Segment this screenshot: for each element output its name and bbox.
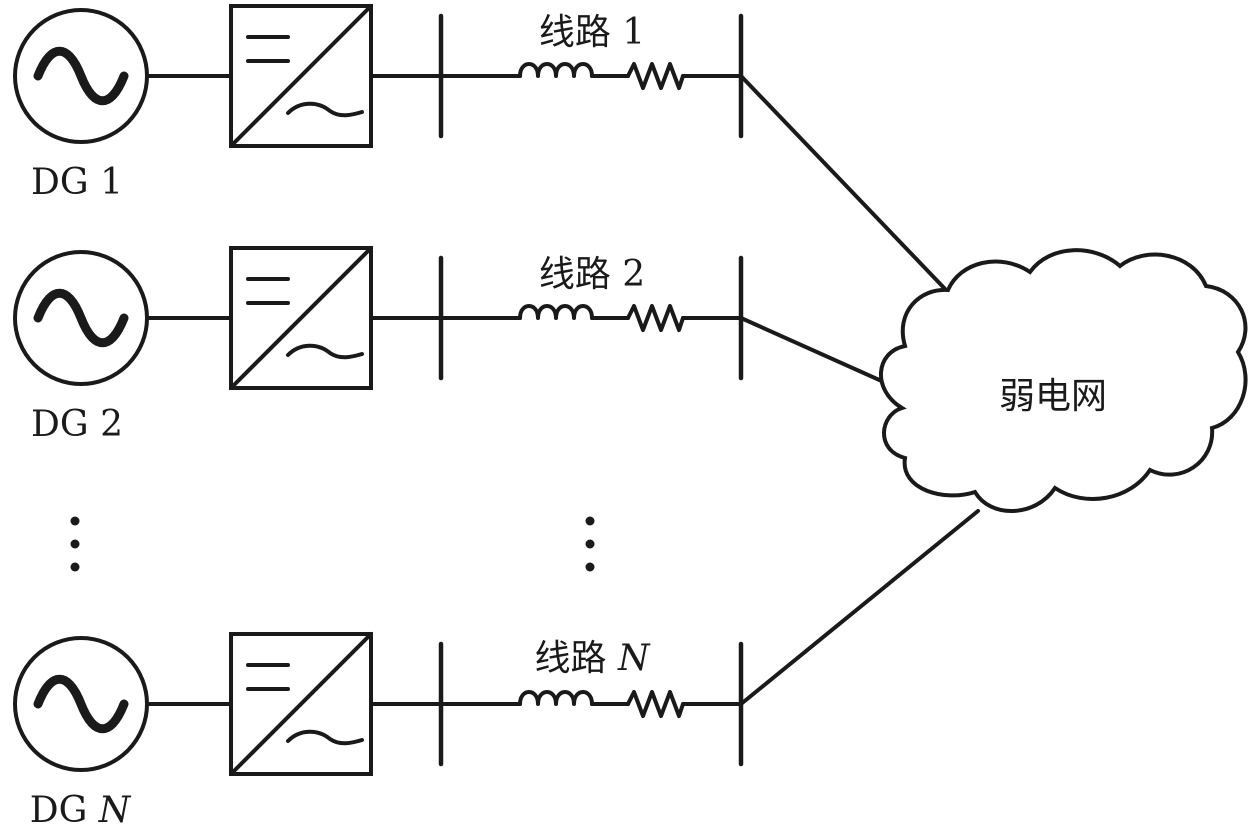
weak-grid-cloud: 弱电网 [878,248,1248,513]
line-2-label: 线路 2 [539,254,645,295]
line-n-resistor-icon [626,690,685,718]
ac-source-icon [33,288,129,348]
line-1-label: 线路 1 [539,12,645,53]
dg-1-label: DG 1 [31,162,123,203]
dg-n-label: DG N [30,790,132,831]
branch-n: DG N 线路 N [13,632,744,831]
line-n-inductor-icon [518,690,594,706]
branch-1: DG 1 线路 1 [13,4,744,203]
ellipsis-lines [585,516,595,572]
dg-2-inverter [229,246,373,390]
dg-n-inverter [229,632,373,776]
tie-line-n [739,509,980,706]
line-n-label: 线路 N [535,638,651,679]
line-1-resistor-icon [626,62,685,90]
weak-grid-label: 弱电网 [999,376,1107,417]
line-2-inductor-icon [518,304,594,320]
branch-2: DG 2 线路 2 [13,246,744,445]
line-1-inductor-icon [518,62,594,78]
ellipsis-generators [70,516,80,572]
tie-line-2 [739,316,888,385]
ac-source-icon [33,46,129,106]
tie-line-1 [739,74,949,293]
dg-2-label: DG 2 [31,404,123,445]
dg-1-inverter [229,4,373,148]
ac-source-icon [33,674,129,734]
line-2-resistor-icon [626,304,685,332]
